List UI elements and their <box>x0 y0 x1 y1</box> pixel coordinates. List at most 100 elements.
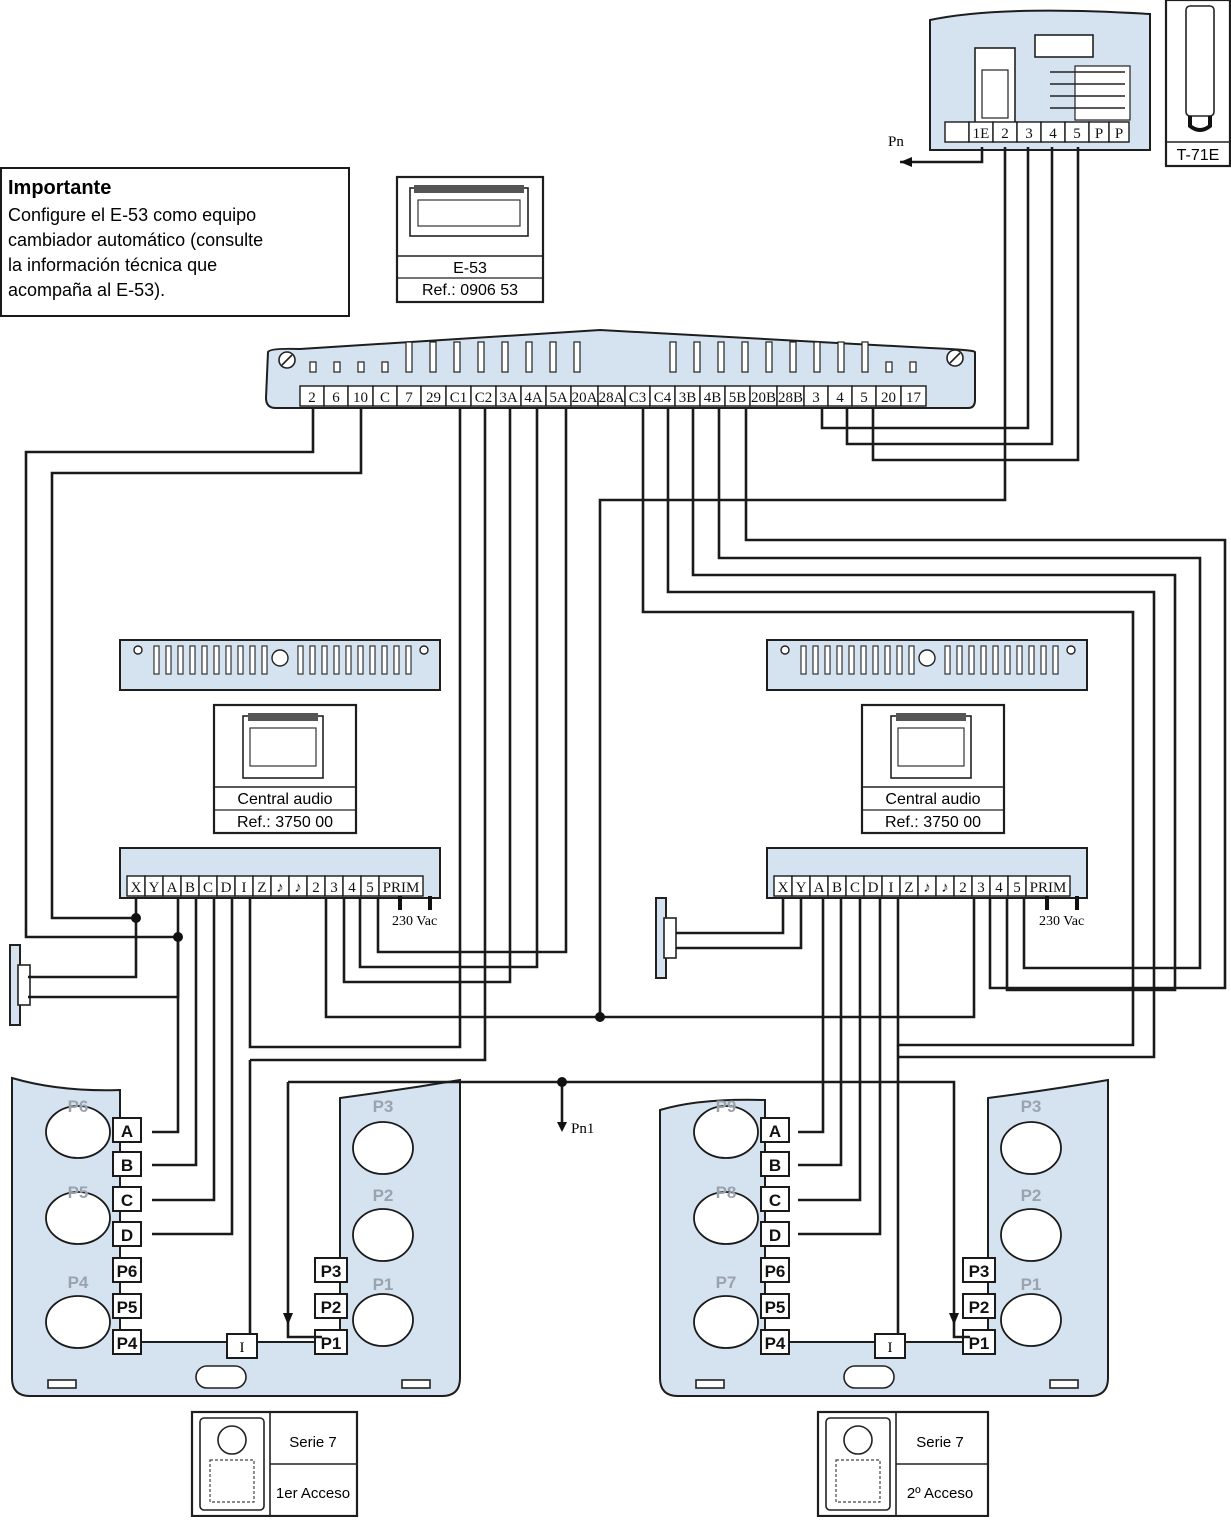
main-terminal-label: 5 <box>860 390 868 406</box>
central-left-terminal-2: A <box>162 875 182 897</box>
central-left-terminal-label: B <box>185 880 195 896</box>
central-left-terminal-label: 2 <box>312 880 320 896</box>
call-button-right-2[interactable] <box>1000 1293 1062 1347</box>
side-label: P5 <box>765 1298 786 1317</box>
central-right-terminal-9: ♪ <box>935 875 955 897</box>
note-line-4: acompaña al E-53). <box>8 280 165 300</box>
call-button-left-1[interactable] <box>693 1191 759 1245</box>
call-button-right-0[interactable] <box>1000 1121 1062 1175</box>
t71e-terminal-label: 5 <box>1073 126 1081 142</box>
main-terminal-8: 3A <box>495 385 522 407</box>
button-label: P8 <box>716 1183 737 1202</box>
main-terminal-1: 6 <box>323 385 349 407</box>
central-right-terminal-3: B <box>827 875 847 897</box>
t71e-terminal-3: 4 <box>1040 121 1066 143</box>
central-right-terminal-label: Z <box>904 880 913 896</box>
t71e-terminal-label: 1E <box>973 126 990 142</box>
note-title: Importante <box>8 177 111 199</box>
main-terminal-14: C4 <box>649 385 676 407</box>
t71e-handset: T-71E <box>1164 0 1231 168</box>
central-left-terminal-label: 4 <box>348 880 356 896</box>
call-button-left-0[interactable] <box>693 1105 759 1159</box>
central-left-terminal-14: PRIM <box>378 875 424 897</box>
access-left: 1er Acceso <box>276 1485 350 1502</box>
central-right-terminal-label: C <box>850 880 860 896</box>
call-button-right-1[interactable] <box>352 1208 414 1262</box>
main-terminal-label: 3B <box>679 390 697 406</box>
button-label: P9 <box>716 1097 737 1116</box>
central-left-terminal-13: 5 <box>360 875 380 897</box>
central-left-terminal-7: Z <box>252 875 272 897</box>
right-label: P2 <box>321 1298 342 1317</box>
central-left-ref: Ref.: 3750 00 <box>237 814 333 831</box>
important-note: Importante Configure el E-53 como equipo… <box>0 167 350 317</box>
central-right-name: Central audio <box>885 791 980 808</box>
central-left-terminal-label: ♪ <box>294 880 302 896</box>
side-label: C <box>769 1191 781 1210</box>
side-label: A <box>769 1122 781 1141</box>
central-right-terminal-label: B <box>832 880 842 896</box>
central-left-name: Central audio <box>237 791 332 808</box>
main-terminal-7: C2 <box>470 385 497 407</box>
central-left-terminal-5: D <box>216 875 236 897</box>
note-line-2: cambiador automático (consulte <box>8 230 263 250</box>
main-terminal-label: 4 <box>836 390 844 406</box>
call-button-left-0[interactable] <box>45 1105 111 1159</box>
side-label: B <box>121 1156 133 1175</box>
central-left-terminal-6: I <box>234 875 254 897</box>
central-left-terminal-0: X <box>126 875 146 897</box>
central-left-terminal-11: 3 <box>324 875 344 897</box>
side-label: P6 <box>765 1262 786 1281</box>
call-button-left-2[interactable] <box>45 1295 111 1349</box>
button-label: P2 <box>373 1186 394 1205</box>
central-right-terminal-label: D <box>868 880 879 896</box>
button-label: P3 <box>1021 1097 1042 1116</box>
main-terminal-21: 4 <box>827 385 853 407</box>
call-button-right-1[interactable] <box>1000 1208 1062 1262</box>
power-right: 230 Vac <box>1039 896 1084 929</box>
main-terminal-22: 5 <box>851 385 877 407</box>
central-right-terminal-label: I <box>889 880 894 896</box>
central-right-terminal-6: I <box>881 875 901 897</box>
central-right-terminal-label: 5 <box>1013 880 1021 896</box>
right-label: P3 <box>969 1262 990 1281</box>
wiring: Pn Pn1 <box>24 134 1227 1339</box>
main-terminal-label: 28B <box>778 390 803 406</box>
right-label: P3 <box>321 1262 342 1281</box>
main-terminal-17: 5B <box>724 385 751 407</box>
main-terminal-label: C4 <box>654 390 672 406</box>
pn-label: Pn <box>888 134 904 150</box>
call-button-left-1[interactable] <box>45 1191 111 1245</box>
central-right-terminal-0: X <box>773 875 793 897</box>
central-right-terminal-label: PRIM <box>1030 880 1067 896</box>
central-left-terminal-9: ♪ <box>288 875 308 897</box>
call-button-right-2[interactable] <box>352 1293 414 1347</box>
central-left-terminal-label: I <box>242 880 247 896</box>
central-right-terminal-1: Y <box>791 875 811 897</box>
right-label: P2 <box>969 1298 990 1317</box>
central-left-terminal-1: Y <box>144 875 164 897</box>
main-terminal-label: 4B <box>704 390 722 406</box>
central-left-terminal-label: Z <box>257 880 266 896</box>
main-terminal-18: 20B <box>749 385 778 407</box>
t71e-terminal-label: 3 <box>1025 126 1033 142</box>
call-button-left-2[interactable] <box>693 1295 759 1349</box>
call-button-right-0[interactable] <box>352 1121 414 1175</box>
series-left: Serie 7 <box>289 1434 337 1451</box>
note-line-1: Configure el E-53 como equipo <box>8 205 256 225</box>
main-terminal-label: 2 <box>308 390 316 406</box>
main-terminal-4: 7 <box>396 385 422 407</box>
central-right-terminal-label: A <box>814 880 825 896</box>
main-terminal-label: C1 <box>450 390 468 406</box>
access-right: 2º Acceso <box>907 1485 973 1502</box>
door-release-left <box>9 944 31 1026</box>
series-badge-right: Serie 7 2º Acceso <box>816 1410 990 1518</box>
button-label: P6 <box>68 1097 89 1116</box>
power-right-label: 230 Vac <box>1039 914 1084 929</box>
i-label: I <box>888 1340 893 1356</box>
main-terminal-label: 20 <box>881 390 896 406</box>
central-left-terminal-label: X <box>131 880 142 896</box>
